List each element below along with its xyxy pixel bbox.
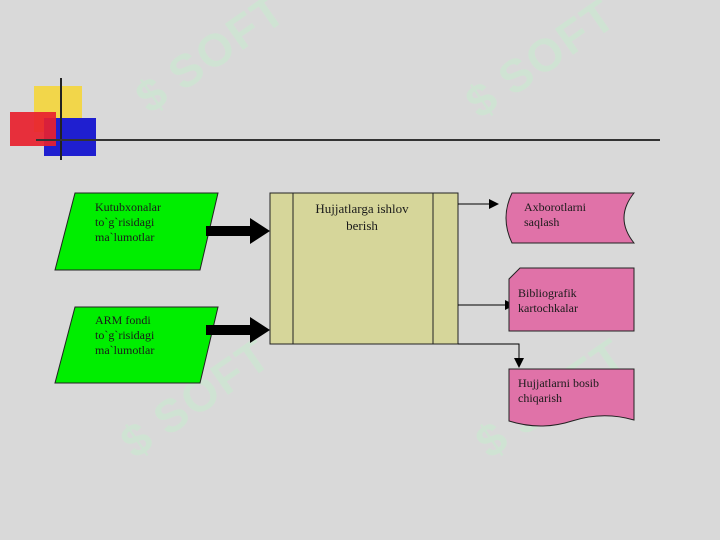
output-connectors <box>458 203 520 358</box>
input-arrow-1 <box>206 218 270 244</box>
input-label-kutubxona: Kutubxonalar to`g`risidagi ma`lumotlar <box>95 200 161 244</box>
output-stored-data-saqlash <box>505 192 636 244</box>
output-label-saqlash: Axborotlarni saqlash <box>524 200 586 229</box>
arrowhead-saqlash <box>489 199 499 209</box>
input-parallelogram-arm <box>54 306 219 384</box>
input-label-arm: ARM fondi to`g`risidagi ma`lumotlar <box>95 313 155 357</box>
output-document-chiqarish <box>508 368 635 427</box>
watermark-text: SOFT <box>159 0 296 100</box>
output-card-kartochka <box>508 267 635 332</box>
output-label-kartochka: Bibliografik kartochkalar <box>518 286 578 315</box>
process-label: Hujjatlarga ishlov berish <box>315 201 409 233</box>
connector-chiqarish <box>458 343 520 358</box>
watermark-text: SOFT <box>489 0 626 105</box>
watermark-logo: $SOFT <box>456 0 626 128</box>
process-box <box>269 192 459 345</box>
output-label-chiqarish: Hujjatlarni bosib chiqarish <box>518 376 599 405</box>
watermark-logo: $SOFT <box>126 0 296 123</box>
arrowhead-chiqarish <box>514 358 524 368</box>
input-parallelogram-kutubxona <box>54 192 219 271</box>
corner-decoration <box>10 78 660 160</box>
input-arrow-2 <box>206 317 270 343</box>
